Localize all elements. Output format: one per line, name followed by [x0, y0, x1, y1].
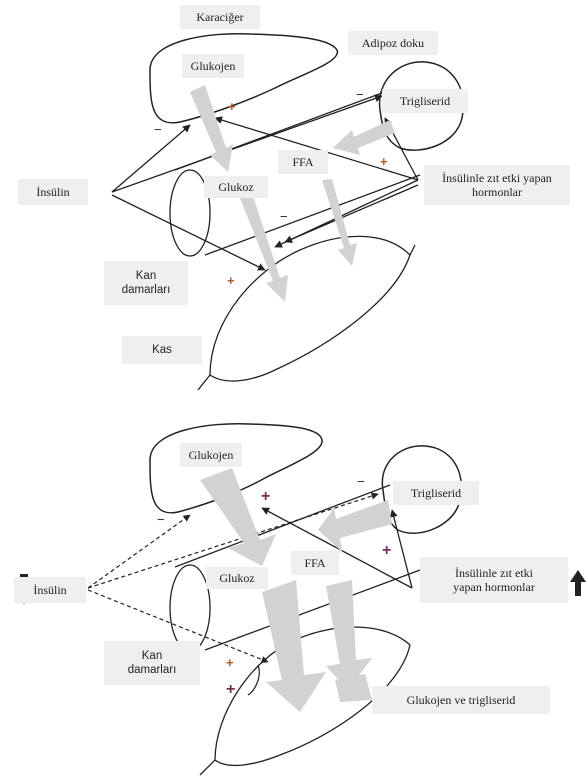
- sign-plus-muscle: +: [227, 274, 235, 287]
- label-ffa: FFA: [278, 150, 328, 174]
- label-karaciger: Karaciğer: [180, 5, 260, 29]
- hormone-increase-icon: [570, 570, 586, 596]
- sign-plus-vessel-2: +: [226, 656, 234, 669]
- label-glukojen-trigliserid: Glukojen ve trigliserid: [372, 686, 550, 714]
- sign-plus-liver: +: [228, 100, 236, 113]
- label-ffa-2: FFA: [291, 551, 339, 575]
- label-insulin: İnsülin: [18, 179, 88, 205]
- label-zit-etki-line1: İnsülinle zıt etki yapan: [442, 171, 552, 185]
- label-kas: Kas: [122, 336, 202, 364]
- flow-glycogen-glucose: [190, 85, 233, 172]
- sign-minus-vessel: −: [280, 210, 288, 223]
- label-zit-etki-2-line1: İnsülinle zıt etki: [455, 566, 533, 580]
- flow-glucose-muscle-2: [262, 580, 326, 712]
- label-kan-2: Kan damarları: [104, 641, 200, 685]
- label-glukojen-2: Glukojen: [180, 443, 242, 467]
- sign-plus-adipose: +: [380, 155, 388, 168]
- label-kan-2-line1: Kan: [142, 649, 162, 663]
- label-kan-line1: Kan: [136, 269, 156, 283]
- flow-ffa-muscle-2: [326, 580, 372, 690]
- label-zit-etki-line2: hormonlar: [472, 185, 522, 199]
- sign-plus-adipose-2: +: [382, 543, 391, 559]
- vessel-end-2: [170, 565, 210, 651]
- label-kan-line2: damarları: [122, 283, 171, 297]
- sign-minus-liver: −: [154, 123, 162, 136]
- label-zit-etki-2-line2: yapan hormonlar: [453, 580, 535, 594]
- liver-outline: [150, 34, 337, 123]
- label-kan: Kan damarları: [104, 261, 188, 305]
- sign-minus-adipose: −: [356, 88, 364, 101]
- label-trigliserid: Trigliserid: [382, 89, 468, 113]
- flow-glycogen-glucose-2: [200, 468, 276, 566]
- sign-plus-muscle-2: +: [226, 682, 235, 698]
- label-zit-etki: İnsülinle zıt etki yapan hormonlar: [424, 165, 570, 205]
- label-adipoz: Adipoz doku: [348, 31, 438, 55]
- label-glukoz: Glukoz: [204, 176, 268, 198]
- sign-plus-liver-2: +: [261, 489, 270, 505]
- flow-trig-ffa: [333, 120, 395, 155]
- label-glukojen: Glukojen: [182, 54, 244, 78]
- label-insulin-2: İnsülin: [14, 577, 86, 603]
- sign-minus-adipose-2: −: [357, 475, 365, 488]
- label-zit-etki-2: İnsülinle zıt etki yapan hormonlar: [420, 557, 568, 603]
- label-trigliserid-2: Trigliserid: [393, 481, 479, 505]
- sign-minus-liver-2: −: [157, 513, 165, 526]
- label-kan-2-line2: damarları: [128, 663, 177, 677]
- label-glukoz-2: Glukoz: [206, 567, 268, 589]
